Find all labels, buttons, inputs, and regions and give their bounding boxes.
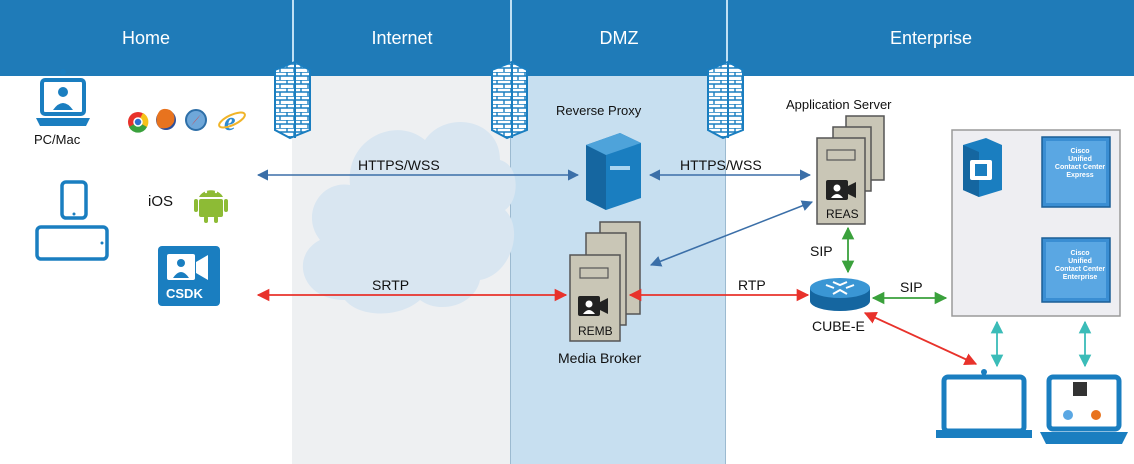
firewall-icon <box>491 60 528 140</box>
cisco-unified-contact-center-enterprise-icon <box>1041 237 1111 303</box>
zone-internet-label: Internet <box>371 27 433 48</box>
cloud-icon <box>302 121 516 314</box>
cuc-enterprise-text: Cisco Unified Contact Center Enterprise <box>1054 250 1106 282</box>
zone-home-header: Home <box>0 0 292 76</box>
video-endpoint-icon <box>936 369 1032 438</box>
reverse-proxy-label: Reverse Proxy <box>556 103 642 118</box>
zone-home-label: Home <box>121 27 170 48</box>
cube-e-label: CUBE-E <box>812 318 865 334</box>
svg-text:e: e <box>224 107 236 136</box>
cuc-enterprise-line-3: Contact Center <box>1054 266 1106 273</box>
firewall-icon <box>707 60 744 140</box>
router-icon <box>810 278 870 311</box>
remb-label: REMB <box>578 324 613 338</box>
zone-dmz-label: DMZ <box>599 27 639 48</box>
cuc-express-text: Cisco Unified Contact Center Express <box>1054 148 1106 180</box>
cuc-express-line-4: Express <box>1066 172 1094 179</box>
rtp-label: RTP <box>738 277 766 293</box>
application-server-label: Application Server <box>786 97 892 112</box>
media-broker-label: Media Broker <box>558 350 642 366</box>
pc-mac-label: PC/Mac <box>34 132 81 147</box>
csdk-icon <box>158 246 220 306</box>
firewall-icon <box>274 60 311 140</box>
cuc-express-line-1: Cisco <box>1070 148 1090 155</box>
zone-enterprise-label: Enterprise <box>889 27 973 48</box>
zone-internet-header: Internet <box>292 0 510 76</box>
control-arrow-appserver-broker <box>649 200 814 267</box>
tablet-landscape-icon <box>35 225 109 261</box>
firefox-icon <box>156 108 176 130</box>
cuc-express-line-2: Unified <box>1068 156 1092 163</box>
cisco-unified-contact-center-express-icon <box>1041 136 1111 208</box>
cuc-express-line-3: Contact Center <box>1054 164 1106 171</box>
application-server-icon <box>816 115 885 225</box>
zone-dmz-header: DMZ <box>510 0 726 76</box>
android-icon <box>194 190 228 223</box>
ios-label: iOS <box>148 193 174 210</box>
srtp-label: SRTP <box>372 277 410 293</box>
rtp-arrow-endpoint <box>863 312 978 365</box>
https-wss-label-left: HTTPS/WSS <box>358 157 440 173</box>
reas-label: REAS <box>826 207 859 221</box>
cuc-enterprise-line-1: Cisco <box>1070 250 1090 257</box>
https-wss-label-right: HTTPS/WSS <box>680 157 762 173</box>
cuc-enterprise-line-2: Unified <box>1068 258 1092 265</box>
cuc-enterprise-line-4: Enterprise <box>1062 274 1098 281</box>
zone-header-bar: Home Internet DMZ Enterprise <box>0 0 1134 76</box>
safari-icon <box>185 109 207 131</box>
tablet-icon <box>60 180 88 220</box>
ie-icon: e <box>218 107 246 136</box>
chrome-icon <box>128 112 149 133</box>
laptop-icon <box>1040 374 1128 444</box>
csdk-label: CSDK <box>166 286 203 301</box>
sip-label-horizontal: SIP <box>900 279 923 295</box>
zone-enterprise-header: Enterprise <box>726 0 1134 76</box>
phone-icon <box>963 138 1002 197</box>
sip-label-vertical: SIP <box>810 243 833 259</box>
pc-mac-icon <box>36 69 90 126</box>
reverse-proxy-server-icon <box>586 133 641 210</box>
